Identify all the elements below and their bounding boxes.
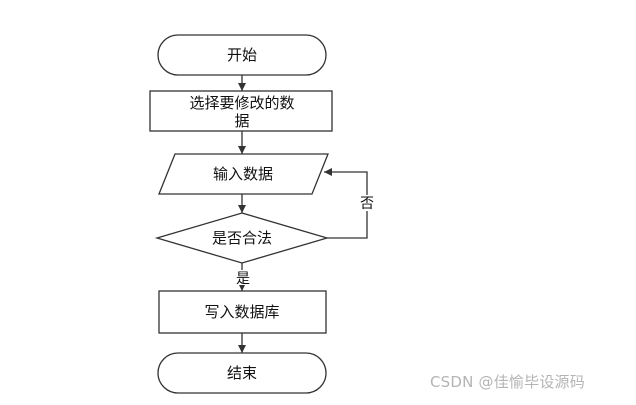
start-label: 开始 [227, 46, 257, 64]
end-node [157, 352, 327, 394]
write-db-label: 写入数据库 [204, 303, 279, 321]
edge-label-no: 否 [360, 196, 374, 212]
csdn-watermark: CSDN @佳愉毕设源码 [430, 373, 585, 391]
input-data-label: 输入数据 [213, 165, 273, 183]
yes-label-bg [235, 270, 251, 285]
select-data-label-line1: 选择要修改的数 [189, 94, 294, 112]
select-data-label-line2: 据 [234, 112, 249, 130]
select-data-node [149, 90, 333, 132]
end-label: 结束 [227, 364, 257, 382]
edge-label-yes: 是 [236, 271, 250, 287]
no-label-bg [359, 195, 375, 211]
decision-label: 是否合法 [212, 229, 272, 247]
input-data-node [158, 153, 329, 195]
write-db-node [158, 290, 327, 334]
